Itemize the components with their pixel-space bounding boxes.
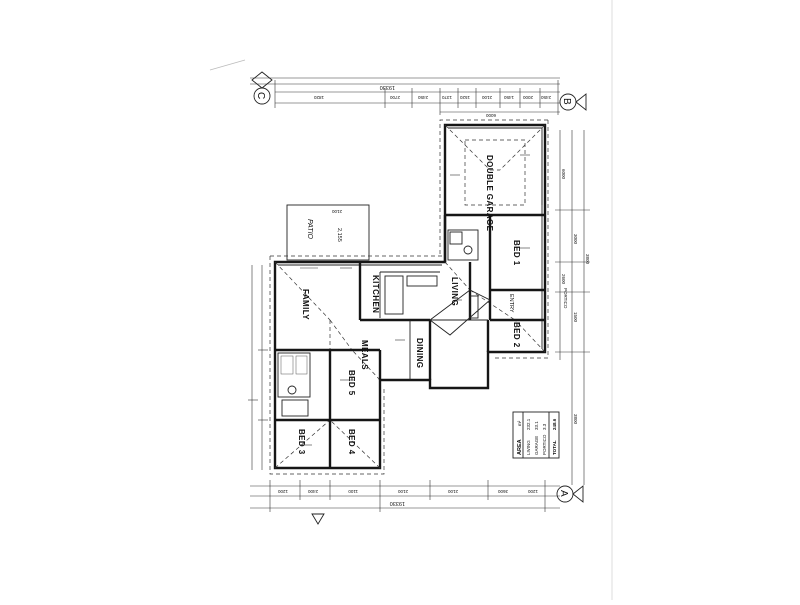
- room-label-portico: PORTICO: [563, 288, 568, 309]
- room-label-entry: ENTRY: [508, 294, 514, 313]
- left-dimension-strip: [248, 265, 268, 470]
- dimension-label: 1370: [441, 95, 452, 100]
- area-total-value: 248.6: [552, 418, 557, 430]
- room-label-kitchen: KITCHEN: [371, 275, 380, 313]
- bottom-dimension-strip: 19330 1200 2400 1100 2100 2100 3600 1200…: [250, 113, 560, 512]
- gridline-marker-triangle: [311, 513, 325, 525]
- room-label-bed3: BED 3: [297, 429, 306, 455]
- top-overall-dimension: 19330: [380, 84, 395, 90]
- dimension-label: 1200: [527, 489, 538, 494]
- dimension-label: 3000: [573, 234, 578, 245]
- garage-width-dimension: 6000: [485, 113, 496, 118]
- room-labels: DOUBLE GARAGE BED 1 ENTRY BED 2 LIVING K…: [297, 155, 568, 455]
- fixtures: [280, 231, 479, 395]
- room-label-bed4: BED 4: [347, 429, 356, 455]
- dimension-label: 2100: [397, 489, 408, 494]
- area-row-label: LIVING: [526, 440, 531, 455]
- patio-dimension-bottom: 2100: [331, 209, 342, 214]
- dimension-label: 2450: [540, 95, 551, 100]
- bottom-overall-dimension: 19330: [390, 500, 405, 506]
- svg-text:A: A: [558, 490, 569, 497]
- dimension-label: 6000: [561, 169, 566, 180]
- dimension-label: 3800: [573, 414, 578, 425]
- dimension-label: 2700: [389, 95, 400, 100]
- svg-text:B: B: [561, 98, 572, 105]
- dimension-label: 1500: [573, 312, 578, 323]
- room-label-double-garage: DOUBLE GARAGE: [485, 155, 494, 232]
- room-label-bed2: BED 2: [512, 322, 521, 348]
- room-label-bed1: BED 1: [512, 240, 521, 266]
- area-row-value: 232.1: [526, 418, 531, 430]
- room-label-dining: DINING: [415, 338, 424, 368]
- area-row-value: 33.1: [534, 421, 539, 430]
- dimension-label: 3600: [497, 489, 508, 494]
- dimension-label: 1520: [459, 95, 470, 100]
- svg-text:C: C: [255, 92, 266, 99]
- dimension-label: 3800: [585, 254, 590, 265]
- gridline-marker-c: C: [251, 71, 273, 105]
- dimension-label: 1200: [277, 489, 288, 494]
- room-label-bed5: BED 5: [347, 370, 356, 396]
- dimension-label: 2600: [561, 274, 566, 285]
- patio-dimension: 2,155: [336, 228, 342, 242]
- room-label-meals: MEALS: [360, 340, 369, 370]
- area-row-value: 3.3: [542, 423, 547, 430]
- patio-label: PATIO: [306, 219, 313, 240]
- room-label-living: LIVING: [450, 277, 459, 306]
- dimension-label: 2000: [522, 95, 533, 100]
- room-label-family: FAMILY: [301, 289, 310, 320]
- garage-fixtures: [464, 139, 543, 206]
- area-table: AREA m² LIVING 232.1 GARAGE 33.1 PORTICO…: [512, 411, 560, 459]
- dimension-label: 1450: [503, 95, 514, 100]
- area-table-title: AREA: [517, 439, 523, 455]
- right-dimension-strip: 6000 3000 2600 1500 3800 3800: [555, 130, 590, 485]
- top-dimension-strip: 19330 1820 2700 2450 1370 1520 2100 1450…: [250, 77, 560, 115]
- dimension-label: 2100: [447, 489, 458, 494]
- area-row-label: PORTICO: [542, 434, 547, 455]
- area-table-unit: m²: [517, 420, 522, 426]
- page-edge-line: [209, 59, 246, 71]
- interior-walls: [275, 213, 545, 468]
- patio-area: PATIO 2,155 2100: [286, 204, 370, 261]
- gridline-marker-b: B: [559, 93, 587, 111]
- area-total-label: TOTAL: [552, 440, 557, 455]
- area-row-label: GARAGE: [534, 436, 539, 455]
- dimension-label: 1820: [313, 95, 324, 100]
- dimension-label: 2450: [417, 95, 428, 100]
- dimension-label: 1100: [348, 489, 358, 494]
- dimension-label: 2400: [307, 489, 318, 494]
- dimension-label: 2100: [481, 95, 492, 100]
- gridline-marker-a: A: [556, 485, 584, 503]
- annotation-marks: [300, 154, 530, 446]
